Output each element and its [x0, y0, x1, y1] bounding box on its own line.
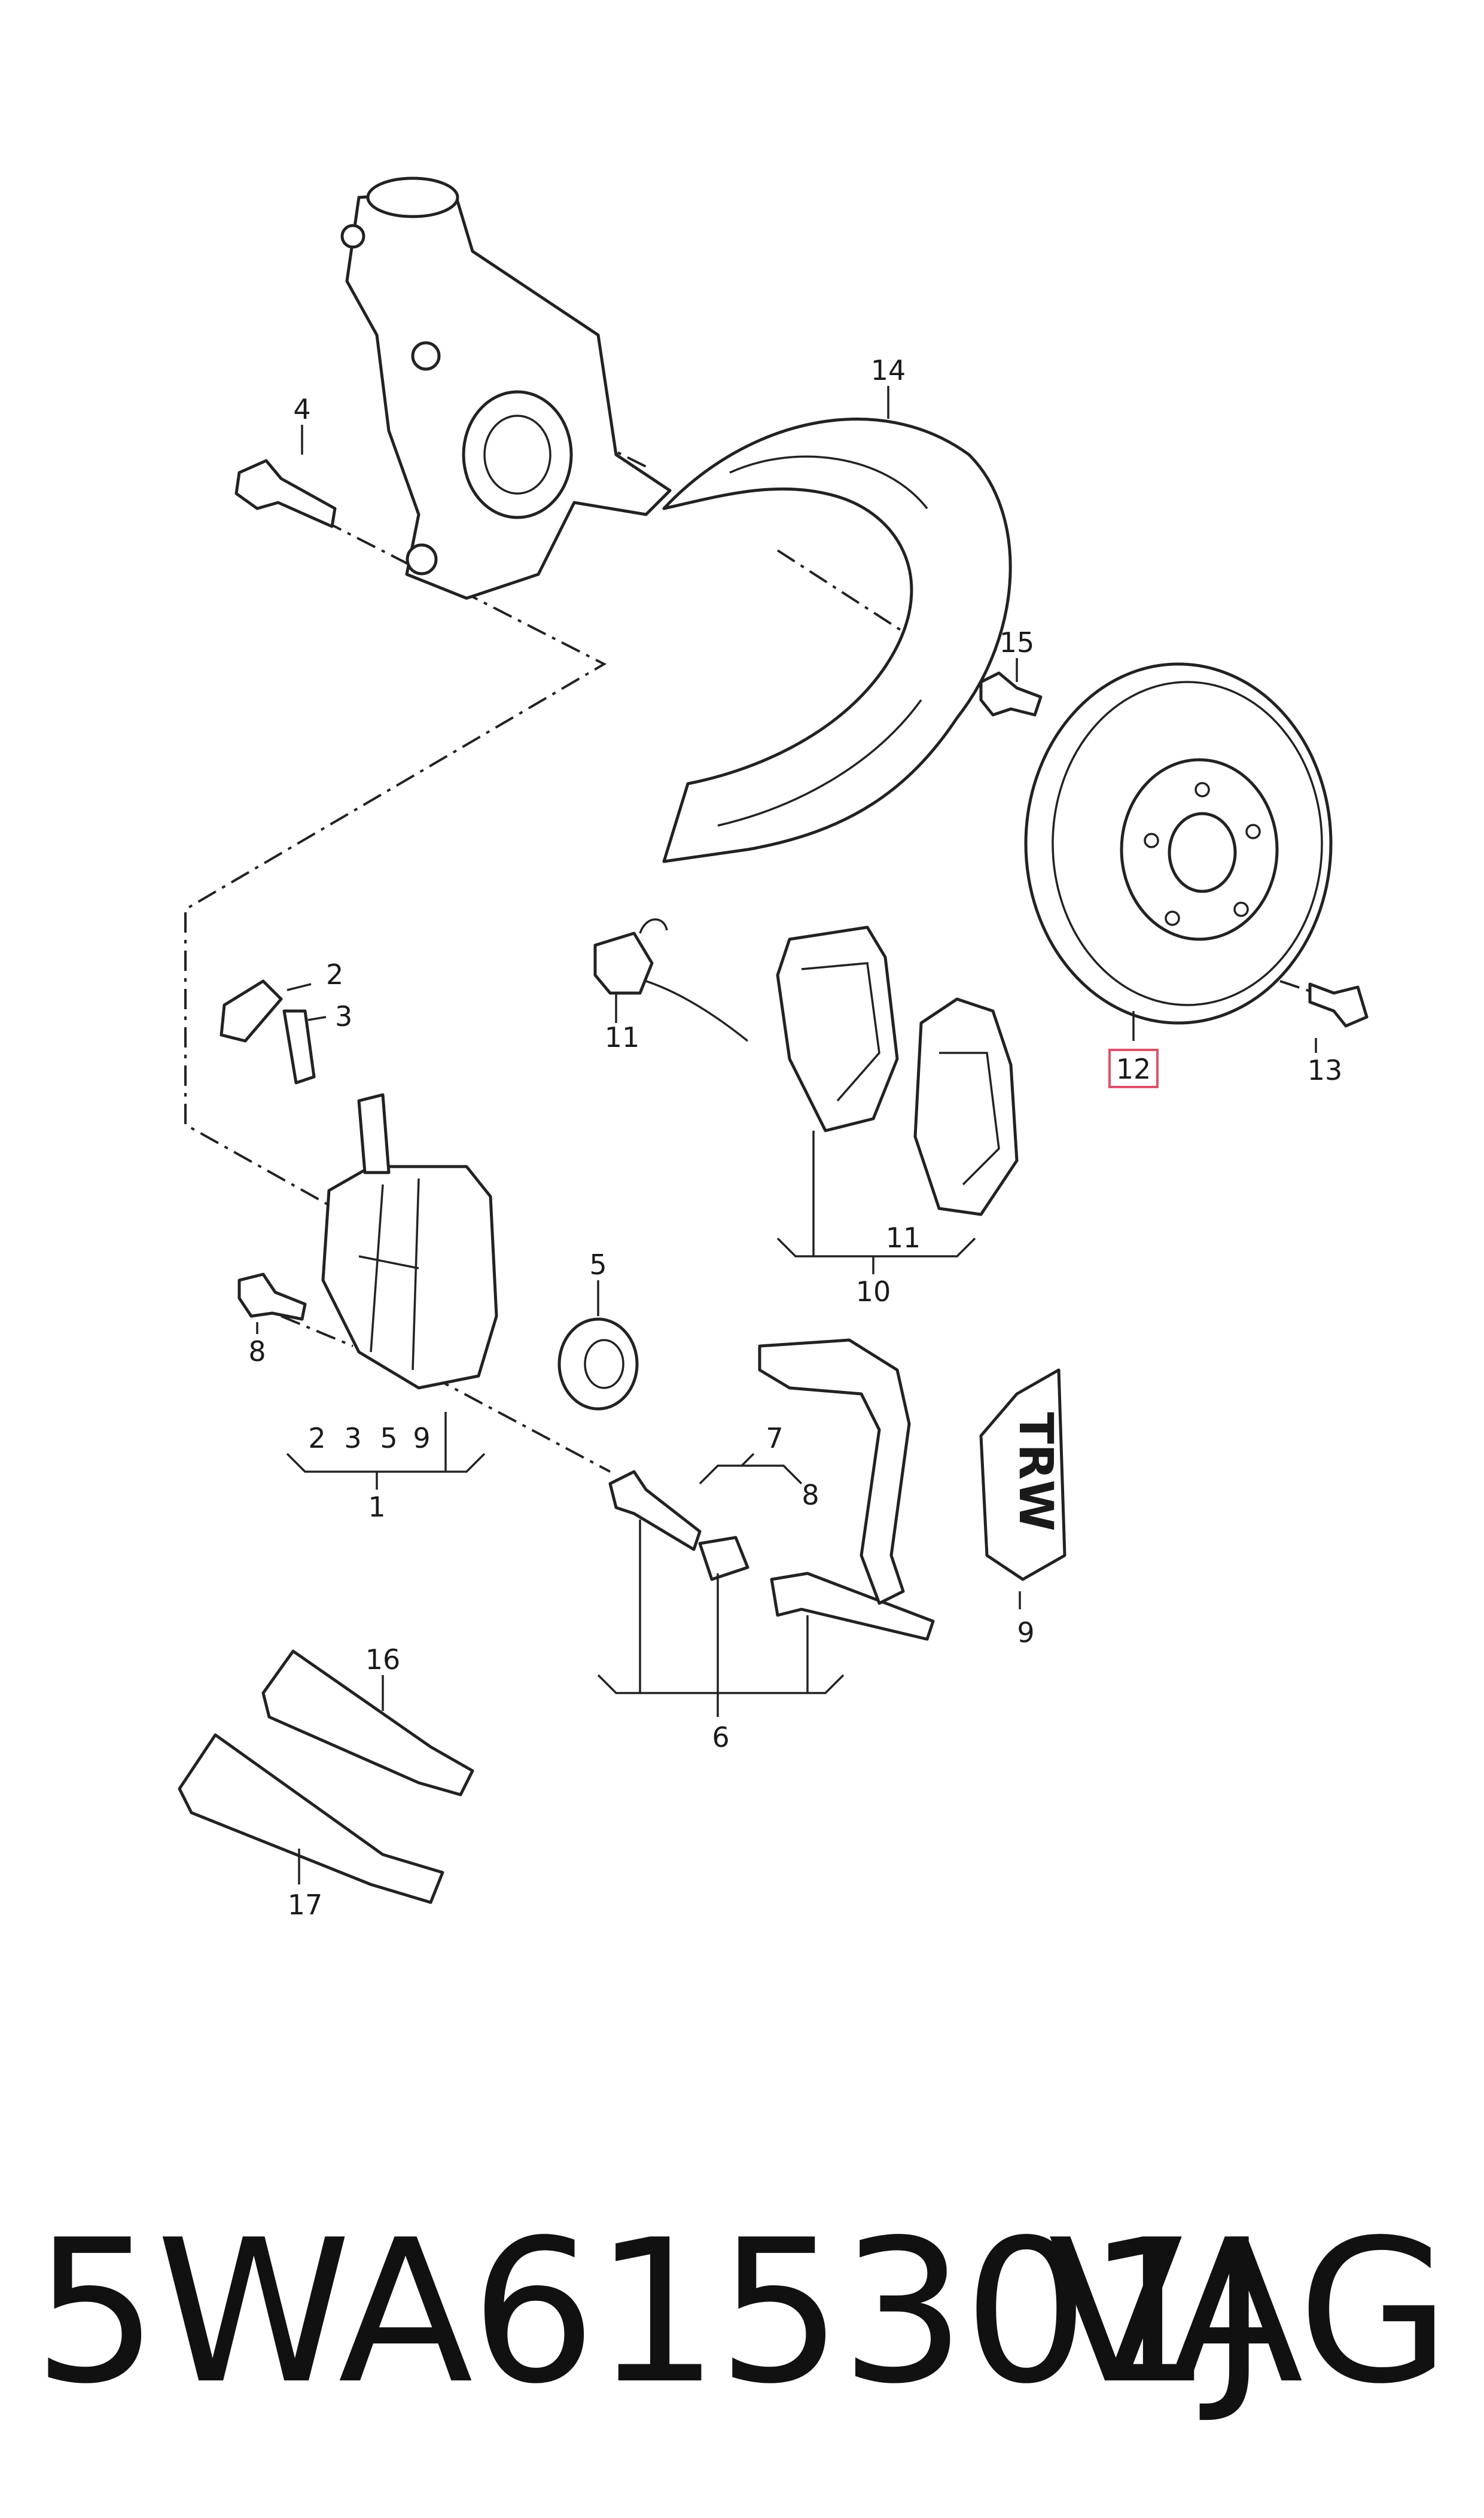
grease-tube-16 — [261, 1649, 474, 1797]
bolt-4 — [234, 459, 337, 528]
leader-lines — [256, 386, 1317, 1884]
callout-5: 5 — [589, 1249, 607, 1281]
callout-1: 1 — [368, 1491, 385, 1523]
brand-name: VAG — [1048, 2197, 1451, 2427]
splash-shield-14 — [662, 418, 1012, 863]
trw-logo: TRW — [1008, 1412, 1062, 1531]
group7-label-8: 8 — [802, 1479, 819, 1511]
screw-13 — [1308, 982, 1369, 1028]
group1-label-9: 9 — [413, 1422, 430, 1454]
callout-12: 12 — [1116, 1053, 1151, 1085]
callout-15: 15 — [1000, 626, 1035, 659]
guide-pin-kit-6 — [608, 1470, 935, 1641]
brake-assembly-diagram: TRW — [178, 176, 1369, 1921]
callout-7: 7 — [766, 1422, 783, 1454]
brake-disc-12 — [1024, 662, 1333, 1025]
bolt-8 — [237, 1272, 307, 1321]
steering-knuckle — [340, 176, 672, 600]
callout-16: 16 — [365, 1643, 401, 1676]
callout-4: 4 — [293, 393, 310, 425]
callouts: 4 14 15 2 3 11 13 11 10 5 8 2 3 5 9 1 7 … — [248, 354, 1342, 1921]
bleed-screw-3 — [282, 1009, 316, 1085]
callout-6: 6 — [712, 1721, 729, 1753]
callout-3: 3 — [335, 1000, 352, 1033]
callout-14: 14 — [871, 354, 906, 386]
callout-17: 17 — [288, 1889, 323, 1921]
caliper-boot-5 — [557, 1317, 639, 1411]
part-number: 5WA615301J — [33, 2197, 1268, 2427]
grease-tube-17 — [178, 1733, 444, 1904]
callout-11a: 11 — [605, 1021, 640, 1054]
group1-label-5: 5 — [380, 1422, 397, 1454]
callout-2: 2 — [326, 958, 343, 991]
wear-sensor-11 — [593, 918, 749, 1042]
callout-8: 8 — [248, 1335, 266, 1368]
group1-label-2: 2 — [308, 1422, 325, 1454]
brake-pad-outer — [776, 925, 899, 1132]
bleed-cap-2 — [220, 979, 283, 1043]
logo-plate-9: TRW — [979, 1368, 1066, 1581]
bolt-15 — [979, 671, 1043, 717]
group1-label-3: 3 — [344, 1422, 361, 1454]
callout-12-highlight-box — [1108, 1049, 1159, 1088]
brake-caliper-1 — [321, 1093, 498, 1390]
callout-11b: 11 — [886, 1222, 921, 1254]
callout-13: 13 — [1308, 1054, 1343, 1086]
callout-10: 10 — [856, 1275, 891, 1308]
spring-clip-7 — [758, 1338, 911, 1605]
callout-9: 9 — [1017, 1616, 1034, 1649]
brake-pad-inner — [913, 997, 1019, 1216]
